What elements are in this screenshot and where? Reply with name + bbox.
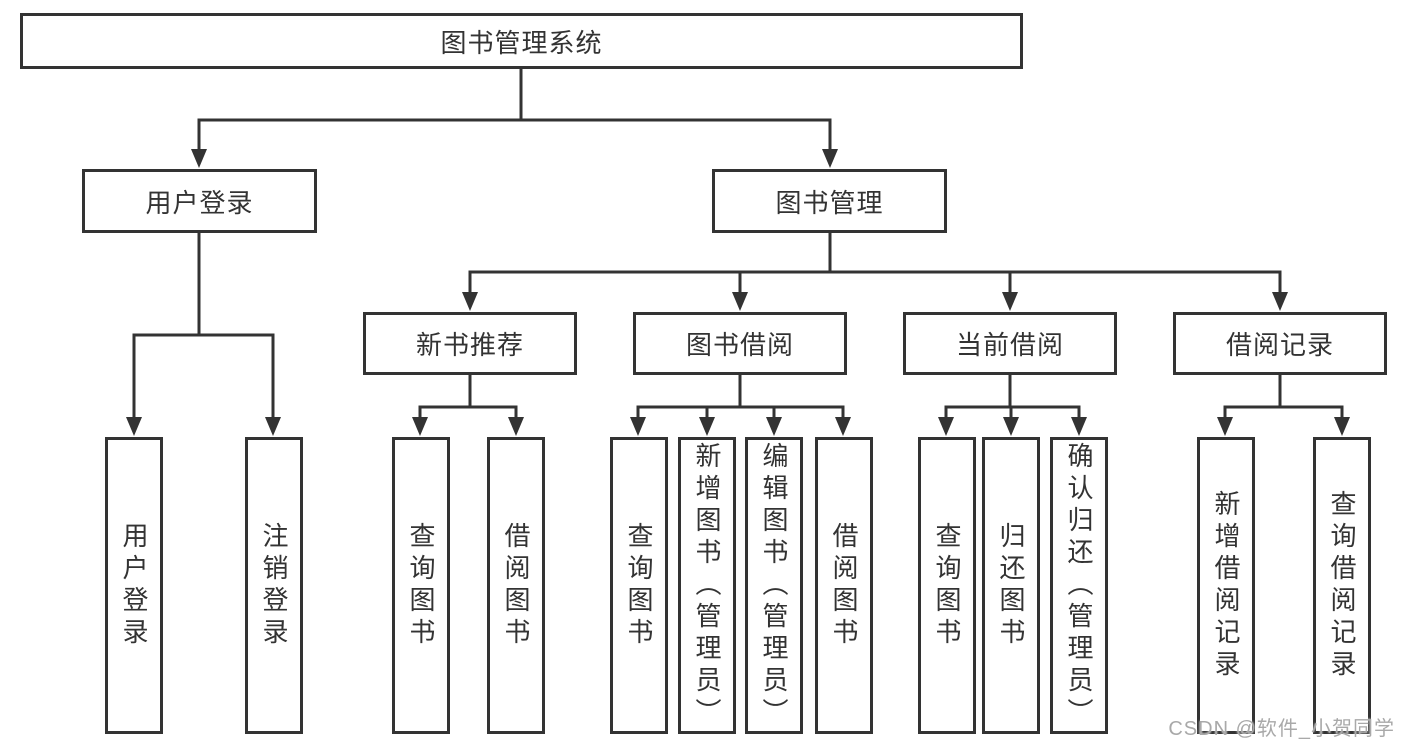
leaf-query-books-borrow: 查询图书 bbox=[610, 437, 668, 734]
leaf-label: 借阅图书 bbox=[829, 521, 859, 650]
leaf-borrow-books-recommend: 借阅图书 bbox=[487, 437, 545, 734]
node-borrowing-records: 借阅记录 bbox=[1173, 312, 1387, 375]
leaf-add-borrow-record: 新增借阅记录 bbox=[1197, 437, 1255, 734]
leaf-label: 查询图书 bbox=[624, 521, 654, 650]
node-book-management: 图书管理 bbox=[712, 169, 947, 233]
leaf-label: 借阅图书 bbox=[501, 521, 531, 650]
leaf-query-books-recommend: 查询图书 bbox=[392, 437, 450, 734]
node-library-management-system: 图书管理系统 bbox=[20, 13, 1023, 69]
leaf-label: 归还图书 bbox=[996, 521, 1026, 650]
leaf-borrow-books: 借阅图书 bbox=[815, 437, 873, 734]
leaf-label: 注销登录 bbox=[259, 521, 289, 650]
leaf-query-books-current: 查询图书 bbox=[918, 437, 976, 734]
leaf-query-borrow-record: 查询借阅记录 bbox=[1313, 437, 1371, 734]
node-current-borrowing: 当前借阅 bbox=[903, 312, 1117, 375]
leaf-confirm-return-admin: 确认归还（管理员） bbox=[1050, 437, 1108, 734]
leaf-label: 新增图书（管理员） bbox=[692, 441, 722, 730]
node-book-borrowing: 图书借阅 bbox=[633, 312, 847, 375]
leaf-label: 新增借阅记录 bbox=[1211, 489, 1241, 682]
leaf-logout: 注销登录 bbox=[245, 437, 303, 734]
node-user-login: 用户登录 bbox=[82, 169, 317, 233]
node-label: 当前借阅 bbox=[955, 330, 1064, 360]
leaf-edit-book-admin: 编辑图书（管理员） bbox=[745, 437, 803, 734]
leaf-user-login: 用户登录 bbox=[105, 437, 163, 734]
node-label: 图书管理 bbox=[775, 187, 884, 218]
connector-paths bbox=[132, 66, 1344, 419]
leaf-return-book: 归还图书 bbox=[982, 437, 1040, 734]
node-label: 借阅记录 bbox=[1225, 330, 1334, 360]
leaf-label: 用户登录 bbox=[119, 521, 149, 650]
arrowhead-icons bbox=[126, 149, 1350, 436]
leaf-add-book-admin: 新增图书（管理员） bbox=[678, 437, 736, 734]
node-new-book-recommendation: 新书推荐 bbox=[363, 312, 577, 375]
node-label: 新书推荐 bbox=[415, 330, 524, 360]
node-label: 图书借阅 bbox=[685, 330, 794, 360]
node-label: 图书管理系统 bbox=[440, 27, 603, 58]
leaf-label: 确认归还（管理员） bbox=[1064, 441, 1094, 730]
leaf-label: 编辑图书（管理员） bbox=[759, 441, 789, 730]
leaf-label: 查询图书 bbox=[406, 521, 436, 650]
node-label: 用户登录 bbox=[145, 187, 254, 218]
leaf-label: 查询借阅记录 bbox=[1327, 489, 1357, 682]
leaf-label: 查询图书 bbox=[932, 521, 962, 650]
